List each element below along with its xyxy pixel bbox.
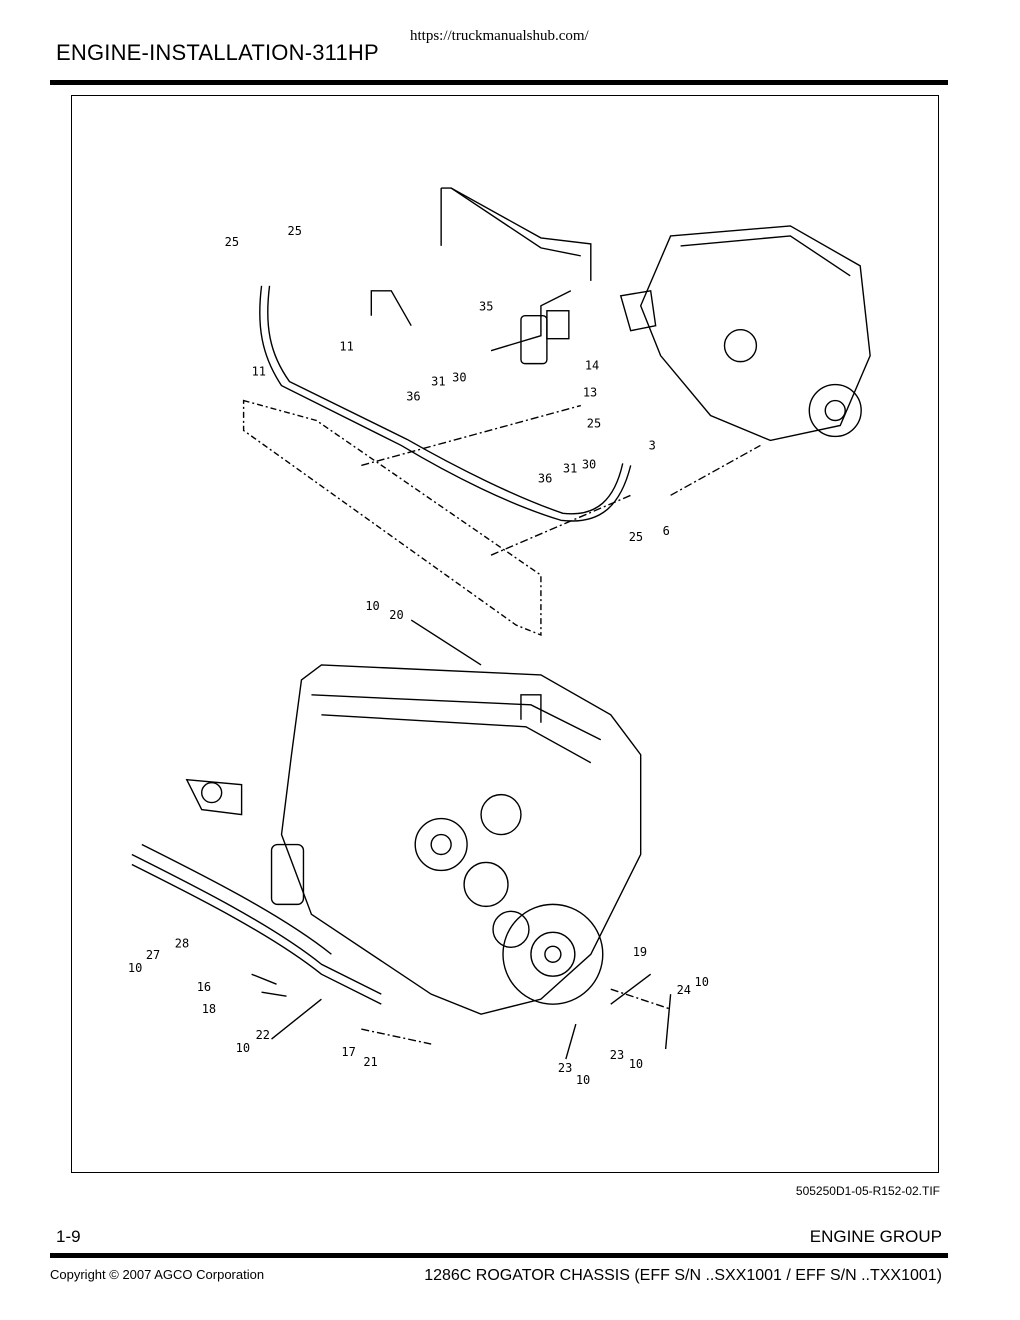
exploded-view-diagram: 25 25 11 11 35 36 31 30 14 13 25 3 36 31… — [71, 95, 939, 1173]
callout-20: 20 — [389, 608, 403, 622]
callout-31: 31 — [563, 461, 577, 475]
callout-10: 10 — [695, 975, 709, 989]
callout-19: 19 — [633, 945, 647, 959]
callout-11: 11 — [339, 340, 353, 354]
callout-6: 6 — [663, 524, 670, 538]
document-title: ENGINE-INSTALLATION-311HP — [56, 40, 379, 65]
callout-18: 18 — [202, 1002, 216, 1016]
section-name: ENGINE GROUP — [809, 1227, 942, 1246]
callout-35: 35 — [479, 300, 493, 314]
callout-27: 27 — [146, 948, 160, 962]
model-applicability: 1286C ROGATOR CHASSIS (EFF S/N ..SXX1001… — [424, 1267, 942, 1284]
callout-11: 11 — [252, 365, 266, 379]
callout-13: 13 — [583, 386, 597, 400]
callout-23: 23 — [610, 1048, 624, 1062]
callout-25: 25 — [587, 416, 601, 430]
figure-file-reference: 505250D1-05-R152-02.TIF — [795, 1184, 940, 1198]
callout-31: 31 — [431, 375, 445, 389]
callout-10: 10 — [236, 1041, 250, 1055]
callout-3: 3 — [649, 438, 656, 452]
callout-28: 28 — [175, 936, 189, 950]
callout-25: 25 — [288, 224, 302, 238]
callout-30: 30 — [452, 371, 466, 385]
callout-25: 25 — [629, 530, 643, 544]
callout-22: 22 — [256, 1028, 270, 1042]
callout-36: 36 — [406, 390, 420, 404]
footer-rule — [50, 1253, 948, 1258]
page-number: 1-9 — [56, 1227, 81, 1246]
callout-16: 16 — [197, 980, 211, 994]
callout-10: 10 — [128, 961, 142, 975]
callout-10: 10 — [365, 599, 379, 613]
callout-24: 24 — [677, 983, 691, 997]
callout-23: 23 — [558, 1061, 572, 1075]
callout-17: 17 — [341, 1045, 355, 1059]
header-rule — [50, 80, 948, 85]
engine-installation-illustration: 25 25 11 11 35 36 31 30 14 13 25 3 36 31… — [128, 187, 871, 1087]
callout-30: 30 — [582, 457, 596, 471]
callout-10: 10 — [629, 1057, 643, 1071]
copyright-notice: Copyright © 2007 AGCO Corporation — [50, 1267, 265, 1282]
callout-21: 21 — [363, 1055, 377, 1069]
callout-25: 25 — [225, 235, 239, 249]
callout-14: 14 — [585, 359, 599, 373]
source-watermark-link[interactable]: https://truckmanualshub.com/ — [410, 28, 589, 44]
callout-10: 10 — [576, 1073, 590, 1087]
callout-36: 36 — [538, 471, 552, 485]
